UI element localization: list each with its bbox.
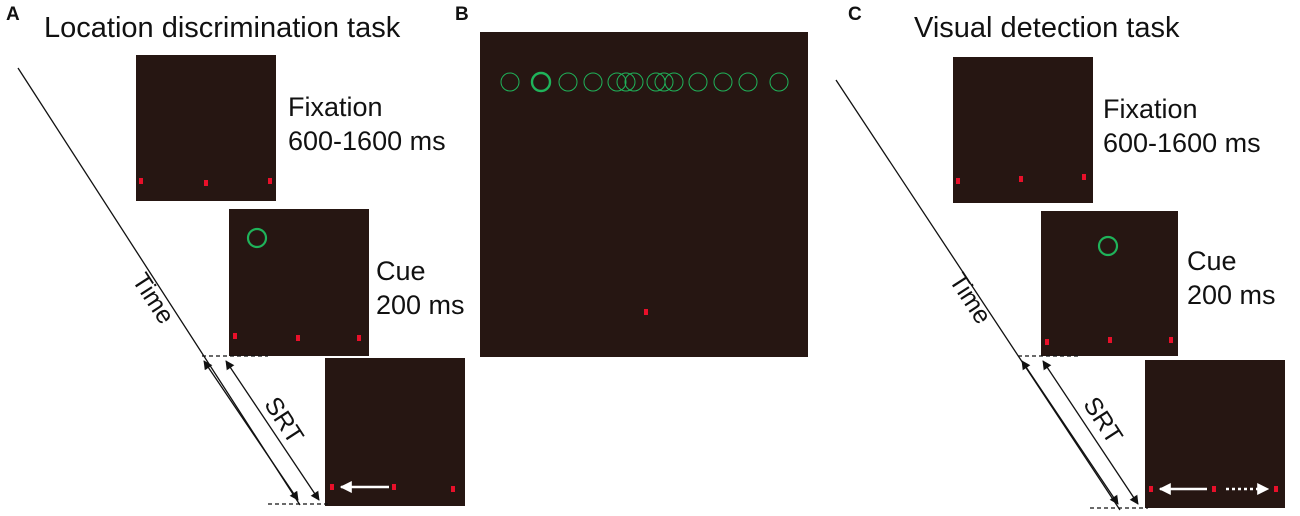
fixation-dot: [1212, 486, 1216, 492]
panel-a-fixation-duration: 600-1600 ms: [288, 126, 446, 156]
cue-ring: [654, 72, 674, 92]
panel-c-interval-arrow: [1021, 360, 1119, 505]
fixation-dot: [268, 178, 272, 184]
fixation-dot: [1082, 174, 1086, 180]
panel-b-cue-array: [500, 71, 789, 93]
panel-c-cue-label: Cue: [1187, 246, 1237, 276]
panel-a-fixation-label: Fixation: [288, 92, 383, 122]
fixation-dot: [392, 484, 396, 490]
panel-a-title: Location discrimination task: [44, 12, 401, 44]
cue-ring: [769, 72, 789, 92]
cue-ring: [607, 72, 627, 92]
cue-ring-highlighted: [530, 71, 552, 93]
cue-ring: [664, 72, 684, 92]
cue-ring: [1097, 235, 1119, 257]
panel-a-fixation-screen: [136, 55, 276, 201]
fixation-dot: [1045, 339, 1049, 345]
cue-ring: [616, 72, 636, 92]
fixation-dot: [357, 335, 361, 341]
fixation-dot: [330, 484, 334, 490]
cue-ring: [246, 227, 268, 249]
cue-ring: [500, 72, 520, 92]
fixation-dot: [1274, 486, 1278, 492]
panel-a-letter: A: [6, 4, 20, 25]
fixation-dot: [233, 333, 237, 339]
fixation-dot: [644, 309, 648, 315]
panel-b-screen: [480, 32, 808, 357]
cue-ring: [583, 72, 603, 92]
fixation-dot: [139, 178, 143, 184]
panel-c-srt-arrow: [1042, 360, 1139, 505]
fixation-dot: [1169, 337, 1173, 343]
cue-ring: [624, 72, 644, 92]
cue-ring: [688, 72, 708, 92]
fixation-dot: [204, 180, 208, 186]
panel-c-cue-duration: 200 ms: [1187, 280, 1276, 310]
panel-c-cue-screen: [1041, 211, 1178, 356]
panel-c-fixation-label: Fixation: [1103, 94, 1198, 124]
cue-ring: [738, 72, 758, 92]
cue-ring: [713, 72, 733, 92]
panel-b-letter: B: [455, 4, 469, 25]
panel-c-letter: C: [848, 4, 862, 25]
fixation-dot: [1019, 176, 1023, 182]
panel-a-cue-label: Cue: [376, 256, 426, 286]
panel-c-title: Visual detection task: [914, 12, 1180, 44]
fixation-dot: [451, 486, 455, 492]
panel-a-srt-arrow: [225, 360, 320, 501]
fixation-dot: [1108, 337, 1112, 343]
panel-c-time-axis: [835, 79, 1121, 511]
panel-a-interval-arrow: [203, 360, 299, 501]
fixation-dot: [956, 178, 960, 184]
fixation-dot: [1149, 486, 1153, 492]
cue-ring: [558, 72, 578, 92]
cue-ring: [646, 72, 666, 92]
fixation-dot: [296, 335, 300, 341]
panel-a-cue-screen: [229, 209, 369, 356]
panel-a-cue-duration: 200 ms: [376, 290, 465, 320]
panel-c-fixation-duration: 600-1600 ms: [1103, 128, 1261, 158]
